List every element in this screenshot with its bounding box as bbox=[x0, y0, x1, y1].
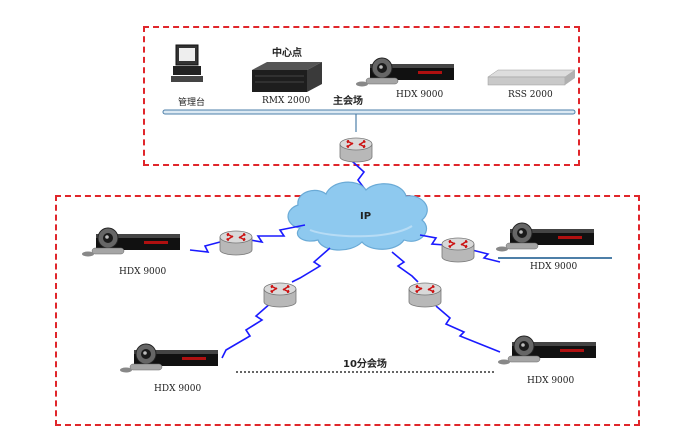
router-bottom-right-icon bbox=[408, 282, 442, 308]
rmx-label: RMX 2000 bbox=[262, 96, 311, 106]
rss-recorder-icon bbox=[487, 69, 576, 86]
rmx-server-icon bbox=[252, 62, 322, 92]
router-top-right-icon bbox=[441, 237, 475, 263]
wan-links bbox=[189, 224, 501, 359]
remote-hdx-top-right-icon bbox=[495, 222, 595, 252]
rss-label: RSS 2000 bbox=[508, 90, 553, 100]
console-label: 管理台 bbox=[178, 98, 206, 108]
remote-hdx-top-left-label: HDX 9000 bbox=[119, 267, 167, 277]
remote-hdx-bottom-right-icon bbox=[497, 335, 597, 365]
main-venue-label: 主会场 bbox=[333, 96, 363, 107]
central-title: 中心点 bbox=[272, 48, 302, 59]
remote-hdx-top-right-label: HDX 9000 bbox=[530, 262, 578, 272]
central-hdx-icon bbox=[355, 57, 455, 87]
ip-cloud-label: IP bbox=[360, 211, 372, 222]
monitor-icon bbox=[171, 44, 203, 82]
remote-hdx-top-left-icon bbox=[81, 227, 181, 257]
router-bottom-left-icon bbox=[263, 282, 297, 308]
central-router-icon bbox=[339, 137, 373, 163]
central-hdx-label: HDX 9000 bbox=[396, 90, 444, 100]
router-top-left-icon bbox=[219, 230, 253, 256]
branch-label: 10分会场 bbox=[343, 359, 387, 370]
lan-bus bbox=[162, 109, 576, 115]
central-site-frame bbox=[143, 26, 580, 166]
ip-cloud-icon bbox=[287, 181, 428, 251]
remote-hdx-bottom-left-label: HDX 9000 bbox=[154, 384, 202, 394]
remote-hdx-bottom-right-label: HDX 9000 bbox=[527, 376, 575, 386]
remote-hdx-bottom-left-icon bbox=[119, 343, 219, 373]
